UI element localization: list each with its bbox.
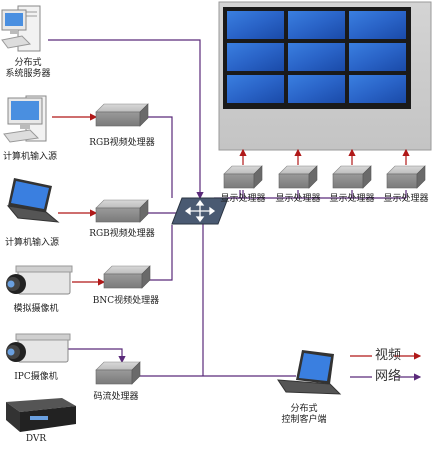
client-laptop-icon [277, 350, 342, 395]
analog-camera-icon [6, 265, 73, 295]
processor-boxes [95, 103, 426, 385]
display-processor-label-3: 显示处理器 [329, 194, 375, 204]
laptop-input-label: 计算机输入源 [4, 238, 60, 248]
wall-screen [349, 43, 406, 71]
server-label: 分布式 系统服务器 [5, 58, 51, 79]
wall-screen [349, 75, 406, 103]
video-wall [218, 1, 432, 151]
wall-screen [288, 11, 345, 39]
stream-processor-label: 码流处理器 [93, 392, 139, 402]
desktop-computer-icon [3, 95, 47, 143]
rgb-processor-1-box [95, 103, 149, 127]
rgb-processor-2-label: RGB视频处理器 [89, 229, 155, 239]
display-processor-label-4: 显示处理器 [383, 194, 429, 204]
bnc-processor-box [103, 265, 151, 289]
wall-screen [227, 11, 284, 39]
display-processor-box-3 [332, 165, 372, 189]
wall-screen [227, 43, 284, 71]
wall-screen [227, 75, 284, 103]
display-processor-box-2 [278, 165, 318, 189]
dvr-label: DVR [25, 434, 47, 444]
rgb-processor-1-label: RGB视频处理器 [89, 138, 155, 148]
rgb-processor-2-box [95, 199, 149, 223]
analog-camera-label: 模拟摄像机 [13, 304, 59, 314]
wall-screen [288, 43, 345, 71]
wall-screen [288, 75, 345, 103]
wall-screen [349, 11, 406, 39]
bnc-processor-label: BNC视频处理器 [92, 296, 160, 306]
display-processor-box-4 [386, 165, 426, 189]
laptop-icon [6, 178, 60, 223]
legend [350, 352, 422, 381]
legend-video-label: 视频 [375, 348, 402, 363]
dvr-icon [6, 398, 76, 432]
stream-processor-box [95, 361, 141, 385]
ipc-camera-icon [6, 333, 71, 363]
display-processor-box-1 [223, 165, 263, 189]
ipc-camera-label: IPC摄像机 [14, 372, 58, 382]
video-lines [52, 113, 410, 286]
display-processor-label-2: 显示处理器 [275, 194, 321, 204]
legend-network-label: 网络 [375, 369, 402, 384]
video-wall-screens [227, 11, 406, 103]
pc-input-label: 计算机输入源 [2, 152, 58, 162]
network-switch-icon [171, 197, 229, 225]
server-icon [1, 5, 41, 52]
client-label: 分布式 控制客户端 [281, 404, 327, 425]
display-processor-label-1: 显示处理器 [220, 194, 266, 204]
